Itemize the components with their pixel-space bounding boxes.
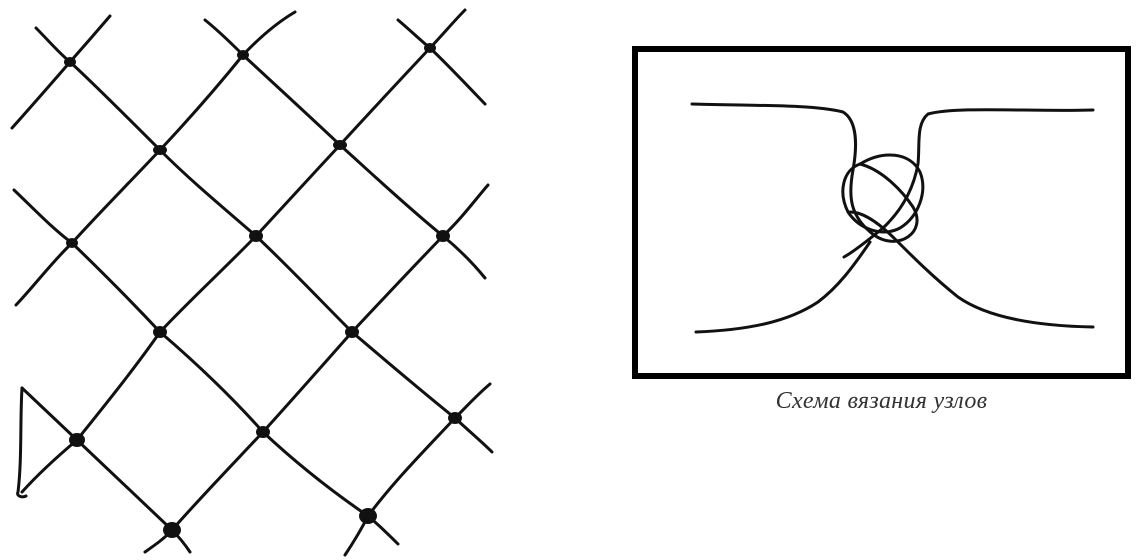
figure-caption: Схема вязания узлов <box>632 388 1131 415</box>
mesh-strand <box>145 185 488 552</box>
mesh-knot <box>163 522 181 538</box>
mesh-knot <box>359 508 377 524</box>
mesh-knot <box>64 57 76 67</box>
mesh-strand <box>22 10 465 492</box>
mesh-knot <box>256 426 270 438</box>
mesh-knot <box>436 230 450 242</box>
mesh-knot <box>66 238 78 248</box>
mesh-strand <box>345 384 490 555</box>
knot-upper-right-strand <box>844 110 1093 257</box>
mesh-knot <box>333 140 347 150</box>
net-mesh-icon <box>12 10 492 555</box>
mesh-knot <box>153 326 167 338</box>
mesh-knot <box>153 145 167 155</box>
mesh-knot <box>69 433 85 447</box>
mesh-knot <box>237 50 249 60</box>
knot-diagram-frame <box>632 46 1131 379</box>
mesh-knot <box>448 412 462 424</box>
mesh-knots <box>64 43 462 538</box>
mesh-strand <box>12 16 110 128</box>
mesh-knot <box>345 326 359 338</box>
mesh-strand <box>16 12 295 305</box>
knot-upper-left-strand <box>692 104 917 241</box>
mesh-knot <box>249 230 263 242</box>
net-mesh-illustration <box>0 0 560 560</box>
knot-lower-right-strand <box>850 212 1093 327</box>
mesh-strand <box>398 20 485 104</box>
mesh-strand <box>36 28 492 452</box>
mesh-knot <box>424 43 436 53</box>
knot-loop <box>843 155 923 232</box>
mesh-strand-stub <box>18 388 26 497</box>
knot-diagram-icon <box>638 52 1125 373</box>
